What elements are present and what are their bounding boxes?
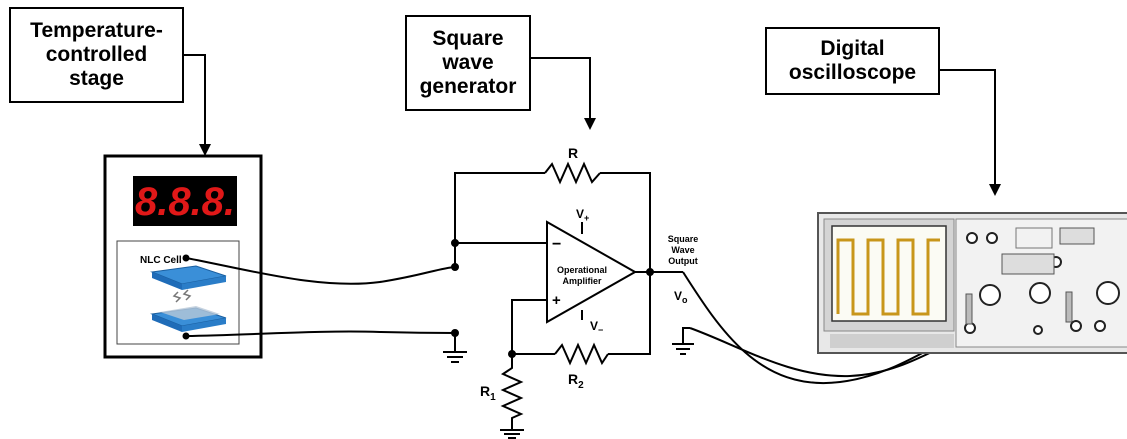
output-label-1: Square — [668, 234, 699, 244]
nlc-cell-label: NLC Cell — [140, 255, 182, 266]
label-r1: R1 — [480, 383, 496, 403]
stage-label-line-2: controlled — [45, 43, 148, 66]
scope-label-line-2: oscilloscope — [788, 61, 917, 84]
label-r2: R2 — [568, 371, 584, 391]
ground-icon-2 — [500, 429, 524, 439]
label-vo: Vo — [674, 289, 688, 305]
ground-icon-1 — [443, 329, 467, 363]
output-label-3: Output — [668, 256, 698, 266]
output-label-2: Wave — [671, 245, 694, 255]
temperature-stage: 8.8.8. NLC Cell — [103, 154, 263, 359]
opamp-label-1: Operational — [557, 265, 607, 275]
opamp-plus-sign: + — [552, 292, 561, 309]
stage-arrow — [184, 54, 211, 156]
scope-label-line-1: Digital — [820, 37, 885, 60]
led-display — [133, 176, 237, 226]
scope-arrow — [940, 69, 1001, 196]
stage-wires — [182, 254, 456, 340]
generator-label-line-1: Square — [432, 27, 504, 50]
opamp-triangle — [546, 220, 638, 324]
label-r: R — [568, 145, 578, 161]
opamp-minus-sign: − — [552, 236, 561, 253]
led-digits: 8.8.8. — [135, 180, 235, 224]
generator-arrow — [531, 57, 596, 130]
cell-field-icon — [172, 289, 192, 303]
stage-label-line-3: stage — [69, 67, 124, 90]
label-vplus: V+ — [576, 207, 589, 223]
square-wave-trace — [836, 238, 940, 316]
generator-label-line-2: wave — [442, 51, 494, 74]
generator-label-line-3: generator — [419, 75, 517, 98]
scope-knobs — [964, 232, 1120, 335]
stage-label-line-1: Temperature- — [30, 19, 163, 42]
label-vminus: V− — [590, 319, 603, 335]
stage-label-box: Temperature- controlled stage — [9, 7, 184, 103]
generator-label-box: Square wave generator — [405, 15, 531, 111]
opamp-circuit — [451, 161, 683, 430]
oscilloscope — [817, 212, 1127, 354]
scope-label-box: Digital oscilloscope — [765, 27, 940, 95]
ground-icon-3 — [672, 327, 694, 355]
opamp-label-2: Amplifier — [562, 276, 602, 286]
